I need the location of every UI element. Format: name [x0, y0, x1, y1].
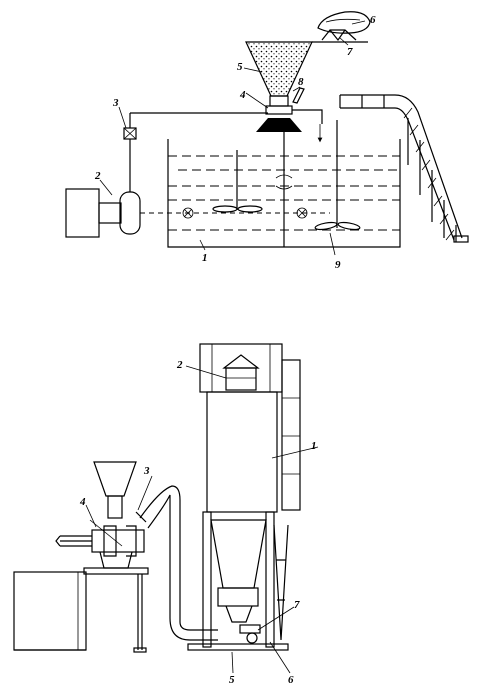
- silo-cone: [210, 519, 267, 589]
- silo-body: [206, 391, 278, 513]
- discharge-valve: [246, 632, 258, 644]
- top-label-3: 3: [112, 97, 119, 109]
- bottom-label-4: 4: [79, 496, 86, 508]
- top-label-7: 7: [347, 46, 353, 58]
- feeder: [265, 105, 293, 115]
- top-label-6: 6: [370, 14, 376, 26]
- regulator: [292, 87, 305, 104]
- motor-box: [65, 188, 100, 238]
- top-label-2: 2: [94, 170, 101, 182]
- motor-cabinet: [13, 571, 87, 651]
- top-label-4: 4: [239, 89, 246, 101]
- top-label-5: 5: [237, 61, 243, 73]
- paddle-9a: [314, 221, 338, 231]
- base-plate: [187, 643, 289, 651]
- paddle-1a: [212, 205, 238, 213]
- bottom-diagram: 1 2 3 4 5 6 7: [13, 343, 319, 686]
- discharge-gate: [239, 624, 261, 634]
- hopper-neck: [269, 95, 289, 107]
- paddle-1b: [237, 205, 263, 213]
- bearing-2: [296, 207, 308, 219]
- top-diagram: 1 2 3 4 5 6 7 8 9: [65, 11, 469, 271]
- bottom-label-6: 6: [288, 674, 294, 686]
- pump: [119, 191, 141, 235]
- top-label-8: 8: [298, 76, 304, 88]
- bottom-label-2: 2: [176, 359, 183, 371]
- rotation-arrows: [275, 174, 293, 190]
- paddle-9b: [337, 221, 361, 231]
- conveying-pipe: [139, 485, 218, 641]
- bag: [317, 11, 371, 34]
- silo-side-panel: [281, 359, 301, 511]
- staircase: [339, 94, 469, 243]
- mixer-hopper: [93, 461, 137, 497]
- silo-leg-left: [202, 511, 212, 648]
- bottom-label-1: 1: [311, 440, 317, 452]
- valve-x2: [123, 127, 137, 140]
- dust-collector: [222, 354, 260, 369]
- motor-coupling: [98, 202, 122, 224]
- outlet-pipe: [292, 109, 323, 124]
- bottom-label-7: 7: [294, 599, 300, 611]
- mixer-table: [83, 567, 149, 575]
- top-label-1: 1: [202, 252, 208, 264]
- silo-leg-right: [265, 511, 275, 648]
- bottom-label-5: 5: [229, 674, 235, 686]
- bottom-label-3: 3: [143, 465, 150, 477]
- silo-brace: [273, 524, 289, 641]
- bearing-1: [182, 207, 194, 219]
- spreader-cone: [256, 118, 302, 132]
- top-label-9: 9: [335, 259, 341, 271]
